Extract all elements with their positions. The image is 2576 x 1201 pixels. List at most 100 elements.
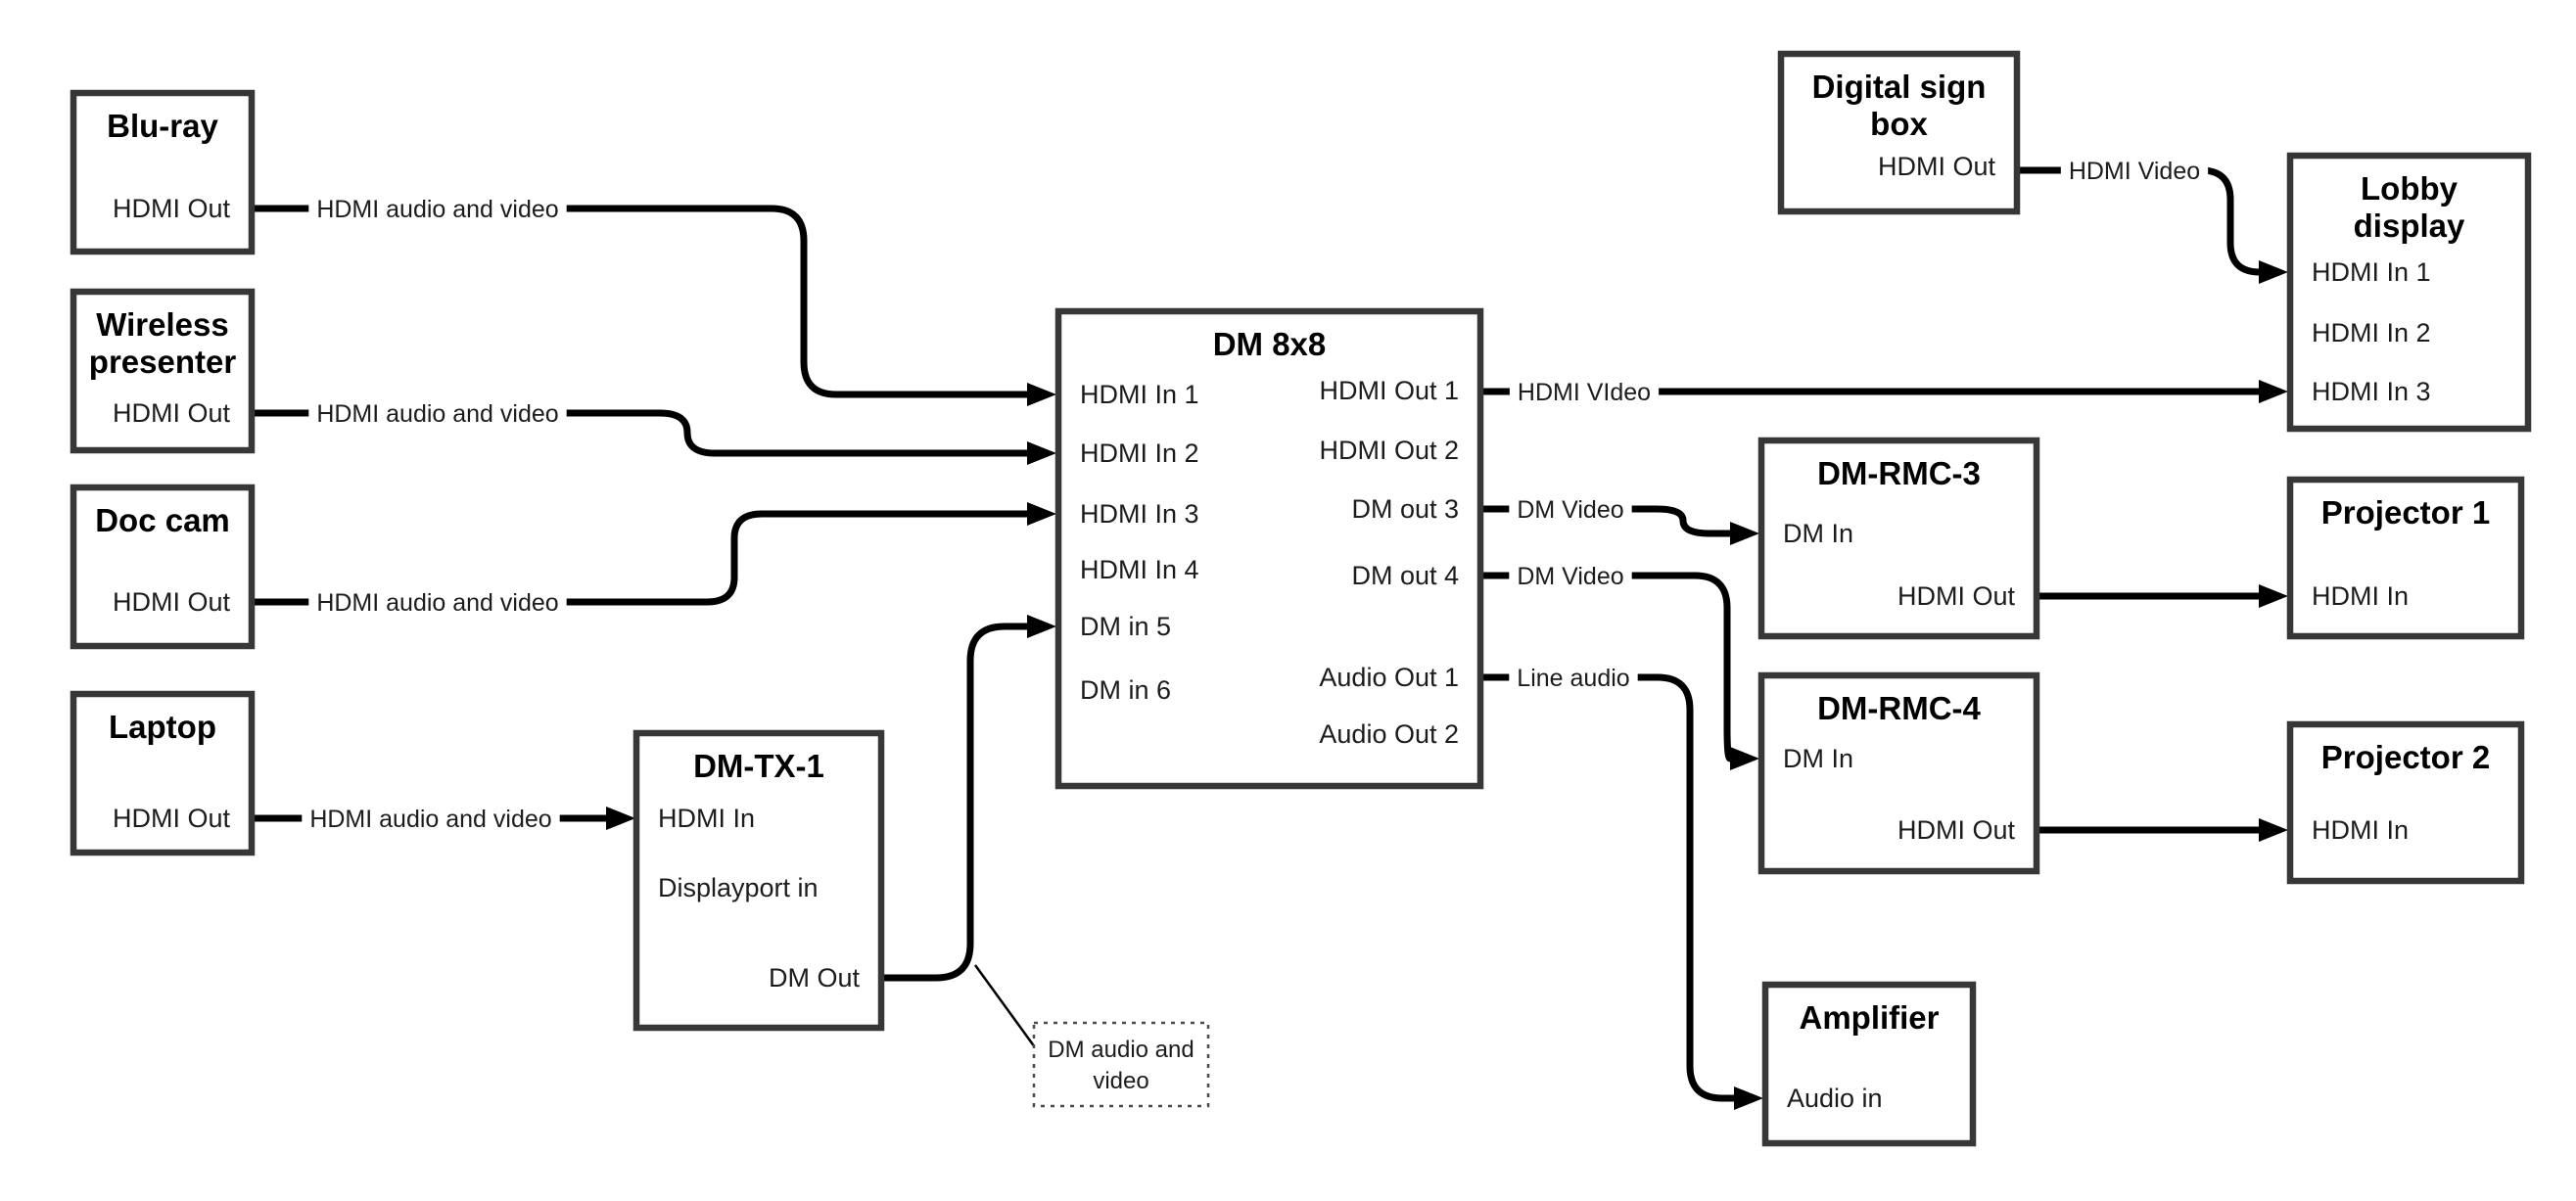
lobby-display-port-hdmi-in-1: HDMI In 1 [2312, 257, 2431, 287]
doc-cam-box [70, 484, 256, 650]
dm-rmc-4-port-hdmi-out: HDMI Out [1897, 815, 2016, 845]
edge-label-doccam-to-hdmi-in-3: HDMI audio and video [316, 589, 558, 617]
dm-8x8-port-dm-out-3: DM out 3 [1351, 494, 1459, 524]
edge-dm-tx-1-to-dm-in-5 [881, 623, 1030, 982]
doc-cam-title: Doc cam [95, 502, 230, 538]
wireless-presenter-title-2: presenter [89, 344, 237, 380]
laptop-box [70, 690, 256, 856]
edge-label-bg-hdmi-out-1-to-lobby [1509, 375, 1660, 408]
dm-8x8-port-audio-out-2: Audio Out 2 [1319, 719, 1459, 749]
projector-2-port-hdmi-in: HDMI In [2312, 815, 2409, 845]
edge-label-dm-out-4-to-dm-rmc-4: DM Video [1517, 563, 1623, 590]
edge-wireless-to-hdmi-in-2 [252, 409, 1030, 457]
callout-note-line-2: video [1093, 1068, 1148, 1094]
lobby-display-port-hdmi-in-2: HDMI In 2 [2312, 318, 2431, 347]
arrowhead-doccam-to-hdmi-in-3 [1027, 502, 1056, 526]
lobby-display-title-1: Lobby [2361, 170, 2459, 207]
dm-rmc-3-port-dm-in: DM In [1783, 519, 1853, 548]
edge-bluray-to-hdmi-in-1 [252, 205, 1030, 398]
edge-label-bg-doccam-to-hdmi-in-3 [308, 585, 567, 619]
dm-8x8-port-hdmi-in-2: HDMI In 2 [1080, 439, 1199, 468]
edge-label-wireless-to-hdmi-in-2: HDMI audio and video [316, 400, 558, 428]
dm-tx-1-port-displayport-in: Displayport in [658, 873, 819, 902]
wireless-presenter-title-1: Wireless [96, 306, 228, 343]
arrowhead-digital-sign-to-lobby [2259, 260, 2288, 284]
blu-ray-title: Blu-ray [107, 108, 218, 144]
arrowhead-dm-out-4-to-dm-rmc-4 [1730, 747, 1759, 770]
edge-audio-out-1-to-amplifier [1480, 673, 1734, 1102]
projector-1-port-hdmi-in: HDMI In [2312, 581, 2409, 611]
projector-2-box [2286, 720, 2525, 885]
dm-8x8-port-hdmi-in-4: HDMI In 4 [1080, 555, 1199, 584]
edge-label-audio-out-1-to-amplifier: Line audio [1517, 665, 1629, 692]
edge-label-digital-sign-to-lobby: HDMI Video [2069, 158, 2200, 185]
dm-8x8-port-dm-out-4: DM out 4 [1351, 561, 1459, 590]
wireless-presenter-port-hdmi-out: HDMI Out [113, 398, 231, 428]
laptop-title: Laptop [109, 709, 216, 745]
laptop-port-hdmi-out: HDMI Out [113, 804, 231, 833]
edge-label-bg-laptop-to-dm-tx-1 [302, 802, 560, 835]
digital-sign-box-port-hdmi-out: HDMI Out [1878, 152, 1996, 181]
dm-tx-1-port-hdmi-in: HDMI In [658, 804, 755, 833]
amplifier-port-audio-in: Audio in [1787, 1084, 1883, 1113]
dm-tx-1-box [632, 729, 885, 1032]
blu-ray-box [70, 89, 256, 255]
arrowhead-dm-rmc-4-to-projector-2 [2259, 818, 2288, 842]
edge-label-bg-wireless-to-hdmi-in-2 [308, 396, 567, 430]
edge-label-laptop-to-dm-tx-1: HDMI audio and video [309, 806, 551, 833]
dm-8x8-title: DM 8x8 [1213, 326, 1327, 362]
node-dm-rmc-4: DM-RMC-4 DM In HDMI Out [1757, 671, 2040, 875]
arrowhead-dm-tx-1-to-dm-in-5 [1027, 615, 1056, 638]
dm-rmc-3-title: DM-RMC-3 [1817, 455, 1981, 491]
projector-1-title: Projector 1 [2321, 494, 2490, 531]
lobby-display-port-hdmi-in-3: HDMI In 3 [2312, 377, 2431, 406]
edge-label-dm-out-3-to-dm-rmc-3: DM Video [1517, 496, 1623, 524]
dm-tx-1-title: DM-TX-1 [693, 748, 824, 784]
dm-rmc-4-port-dm-in: DM In [1783, 744, 1853, 773]
arrowhead-audio-out-1-to-amplifier [1734, 1086, 1763, 1110]
dm-8x8-port-dm-in-5: DM in 5 [1080, 612, 1171, 641]
edge-label-bg-audio-out-1-to-amplifier [1509, 661, 1638, 694]
arrowhead-dm-rmc-3-to-projector-1 [2259, 584, 2288, 608]
lobby-display-box [2286, 152, 2532, 433]
wireless-presenter-box [70, 288, 256, 454]
dm-tx-1-port-dm-out: DM Out [769, 963, 861, 993]
arrowhead-laptop-to-dm-tx-1 [606, 807, 635, 830]
node-projector-1: Projector 1 HDMI In [2286, 476, 2525, 640]
dm-8x8-box [1054, 307, 1484, 790]
projector-1-box [2286, 476, 2525, 640]
callout-note: DM audio and video [1032, 1021, 1210, 1108]
dm-rmc-4-title: DM-RMC-4 [1817, 690, 1981, 726]
edge-label-hdmi-out-1-to-lobby: HDMI VIdeo [1518, 379, 1651, 406]
edge-digital-sign-to-lobby [2017, 166, 2264, 276]
dm-8x8-port-audio-out-1: Audio Out 1 [1319, 663, 1459, 692]
edge-label-bluray-to-hdmi-in-1: HDMI audio and video [316, 196, 558, 223]
dm-8x8-port-hdmi-in-3: HDMI In 3 [1080, 499, 1199, 529]
edge-label-bg-dm-out-4-to-dm-rmc-4 [1509, 559, 1632, 592]
arrowhead-dm-out-3-to-dm-rmc-3 [1730, 522, 1759, 545]
edge-dm-out-4-to-dm-rmc-4 [1480, 572, 1733, 762]
lobby-display-title-2: display [2354, 208, 2465, 244]
digital-sign-box-title-1: Digital sign [1812, 69, 1987, 105]
node-projector-2: Projector 2 HDMI In [2286, 720, 2525, 885]
projector-2-title: Projector 2 [2321, 739, 2490, 775]
arrowhead-hdmi-out-1-to-lobby [2259, 380, 2288, 403]
dm-rmc-3-box [1757, 437, 2040, 640]
digital-sign-box-title-2: box [1870, 106, 1928, 142]
amplifier-title: Amplifier [1799, 999, 1939, 1036]
callout-note-box [1032, 1021, 1210, 1108]
edge-doccam-to-hdmi-in-3 [252, 510, 1030, 606]
edge-dm-out-3-to-dm-rmc-3 [1480, 505, 1733, 537]
digital-sign-box-box [1777, 50, 2021, 215]
callout-note-line-1: DM audio and [1048, 1037, 1194, 1063]
